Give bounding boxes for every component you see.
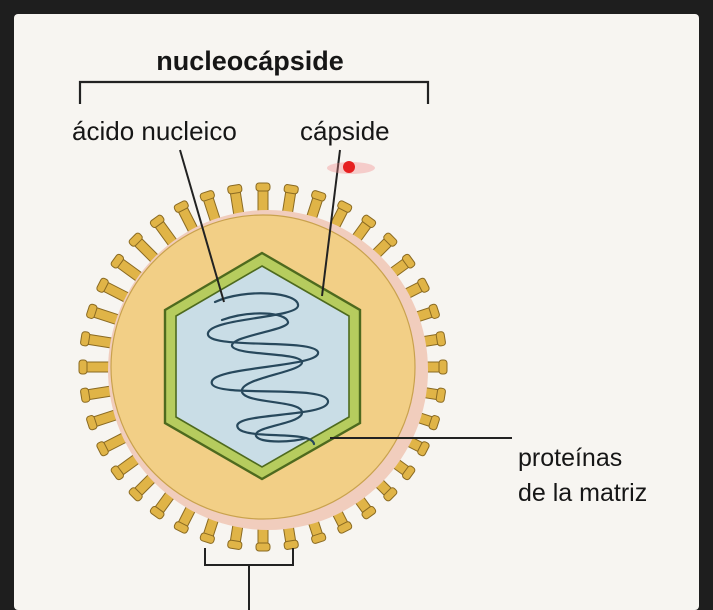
proteinas-label-line2: de la matriz [518, 479, 647, 507]
spike-protein [79, 360, 113, 374]
acido-nucleico-label: ácido nucleico [72, 116, 237, 146]
red-laser-pointer-icon [327, 161, 375, 174]
capside-label: cápside [300, 116, 390, 146]
bottom-bracket [205, 548, 293, 610]
proteinas-label-line1: proteínas [518, 444, 622, 472]
nucleocapside-label: nucleocápside [156, 46, 344, 76]
nucleocapside-bracket [80, 82, 428, 104]
